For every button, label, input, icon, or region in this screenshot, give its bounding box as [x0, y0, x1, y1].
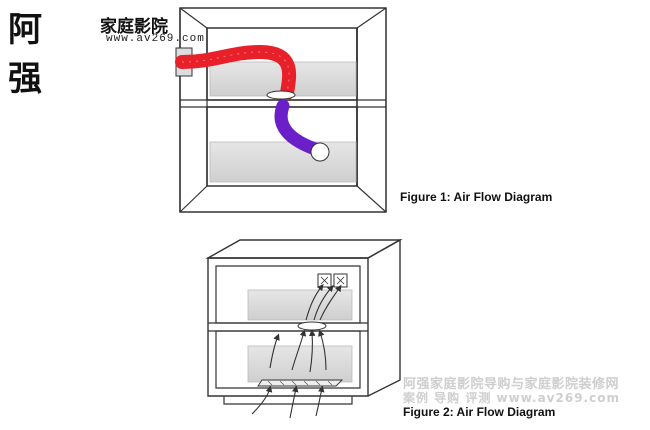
fig1-depth-top: [179, 7, 387, 29]
fig2-floor-vent: [257, 379, 344, 387]
fig1-duct-end: [310, 142, 330, 162]
figure-1-cabinet: [179, 7, 387, 213]
figure-2-caption: Figure 2: Air Flow Diagram: [403, 405, 556, 419]
logo-sub-text: 家庭影院: [100, 17, 168, 37]
figure-1-caption: Figure 1: Air Flow Diagram: [400, 190, 553, 204]
watermark-line-1: 阿强家庭影院导购与家庭影院装修网: [403, 377, 620, 392]
fig2-equipment-top: [247, 289, 353, 321]
fig2-exhaust-fans: [317, 273, 348, 288]
fig1-cool-air-duct: [274, 99, 325, 157]
figure-2-cabinet: [205, 238, 403, 405]
logo-main-text: 阿强: [8, 10, 42, 99]
fig2-airflow-arrows: [251, 283, 342, 419]
fig1-shelf-hole: [266, 90, 296, 100]
fig2-equipment-bottom: [247, 345, 353, 383]
fig1-hot-air-pattern: [181, 51, 290, 94]
fig1-equipment-bottom: [209, 141, 357, 183]
watermark-line-2: 案例 导购 评测 www.av269.com: [403, 391, 620, 405]
fig2-shelf-vent: [297, 321, 327, 331]
